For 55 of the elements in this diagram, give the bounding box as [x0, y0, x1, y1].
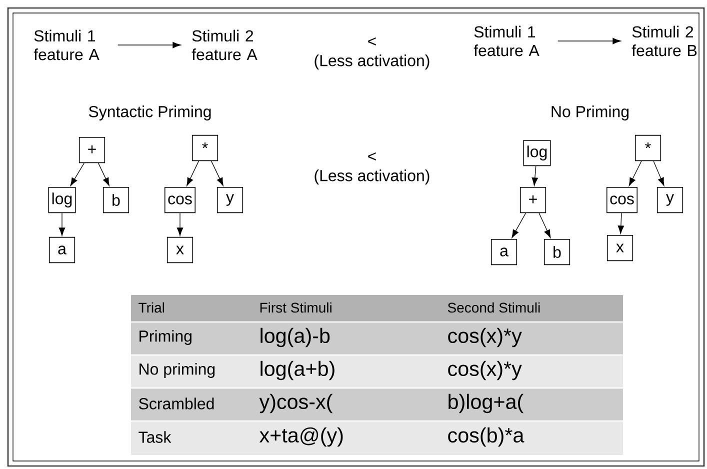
tree-box: * [634, 134, 662, 162]
table-cell: cos(x)*y [440, 356, 623, 388]
arrow [558, 38, 621, 44]
header-cell: First Stimuli [252, 295, 440, 322]
tree-box: log [48, 186, 76, 214]
tree-box: x [606, 234, 634, 262]
stimulus-text: Stimuli 2 feature A [192, 30, 258, 60]
arrow [186, 160, 200, 186]
table-cell: y)cos-x( [252, 388, 440, 420]
table-cell: Task [131, 422, 252, 455]
arrow [618, 212, 624, 234]
tree-box: x [166, 236, 194, 264]
header-cell: Trial [131, 295, 252, 322]
comparison-note: (Less activation) [314, 54, 430, 70]
table-cell: x+ta@(y) [252, 422, 440, 455]
arrow [653, 160, 664, 186]
arrow [512, 212, 526, 238]
panel-heading: Syntactic Priming [88, 106, 211, 120]
comparison-sign: < [368, 37, 376, 46]
table-cell: Priming [131, 322, 252, 354]
stimulus-text: Stimuli 2 feature B [632, 26, 697, 56]
tree-box: log [523, 140, 551, 166]
tree-box: a [490, 238, 518, 266]
tree-box: + [78, 136, 106, 164]
table-cell: No priming [131, 356, 252, 388]
table-cell: Scrambled [131, 388, 252, 420]
arrow [70, 162, 84, 186]
header-cell: Second Stimuli [440, 295, 623, 322]
stimulus-text: Stimuli 1 feature A [34, 30, 100, 60]
table-cell: cos(b)*a [440, 422, 623, 455]
table-cell: b)log+a( [440, 388, 623, 420]
arrow [176, 212, 184, 236]
arrow [118, 42, 181, 48]
tree-box: * [192, 134, 218, 162]
arrow [98, 162, 110, 186]
arrow [210, 160, 224, 186]
tree-box: b [102, 186, 130, 214]
comparison-note: (Less activation) [314, 170, 430, 184]
arrow [628, 160, 642, 186]
tree-box: y [656, 186, 684, 214]
panel-heading: No Priming [552, 106, 628, 120]
tree-box: + [520, 186, 546, 214]
table-cell: log(a+b) [252, 356, 440, 388]
tree-box: y [216, 186, 244, 214]
comparison-sign: < [368, 152, 376, 160]
stimulus-text: Stimuli 1 feature A [474, 26, 540, 56]
arrow [532, 166, 538, 186]
table-cell: cos(x)*y [440, 322, 623, 354]
tree-box: cos [164, 186, 196, 214]
arrow [58, 212, 66, 236]
tree-box: a [48, 236, 76, 264]
tree-box: b [544, 238, 570, 266]
arrow [538, 212, 551, 238]
table-cell: log(a)-b [252, 322, 440, 354]
tree-box: cos [606, 186, 638, 214]
